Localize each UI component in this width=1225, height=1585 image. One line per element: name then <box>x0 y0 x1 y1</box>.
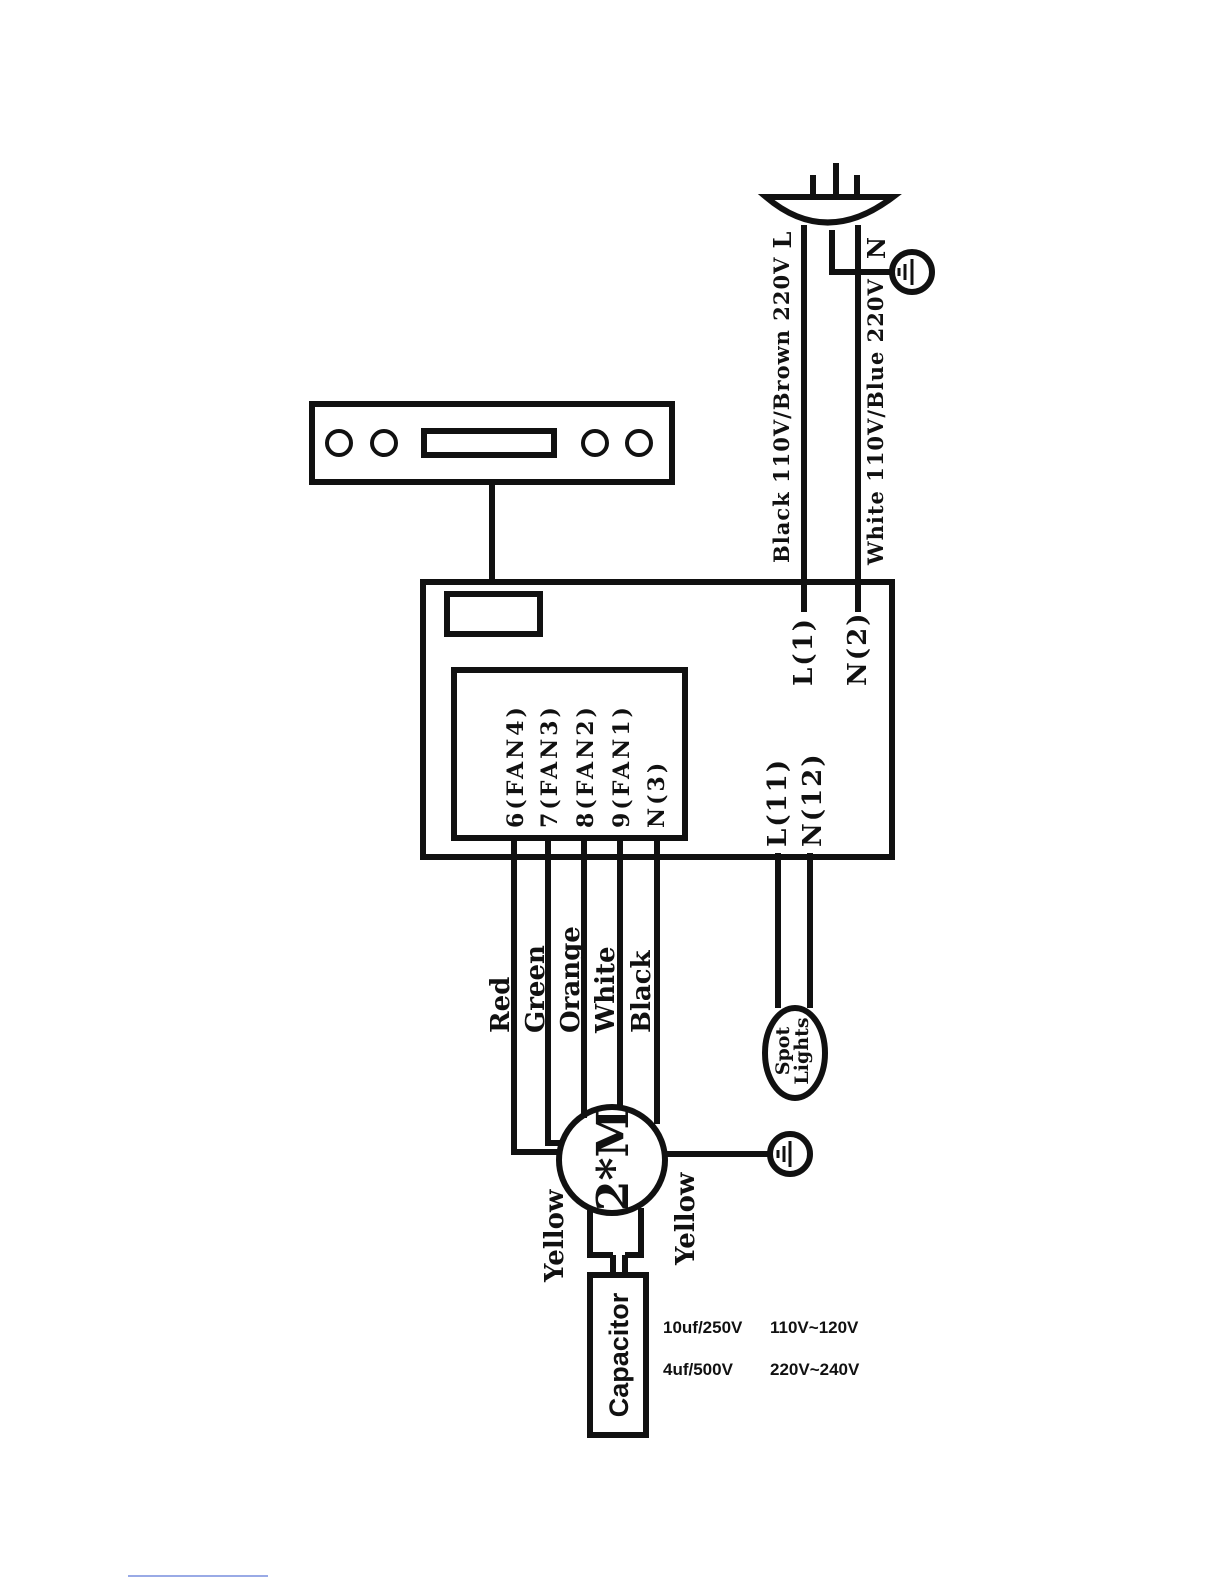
capacitor-wire-label-right: Yellow <box>671 1172 701 1266</box>
spec-row2-volt: 220V~240V <box>770 1360 860 1379</box>
plug: L N Black 110V/Brown 220V White 110V/Blu… <box>766 163 932 612</box>
plug-terminal-l: L <box>768 231 797 248</box>
motor-ground-icon <box>770 1134 810 1174</box>
capacitor-wire-label-left: Yellow <box>540 1189 570 1283</box>
plug-terminal-n: N <box>862 237 891 259</box>
wire-label-orange: Orange <box>556 926 586 1033</box>
control-panel <box>312 404 672 582</box>
panel-display <box>424 431 554 455</box>
wire-label-black: Black <box>627 949 657 1033</box>
wire-label-red: Red <box>486 977 516 1033</box>
supply-line-label: Black 110V/Brown 220V <box>769 257 794 563</box>
plug-body <box>766 197 893 223</box>
wire-label-green: Green <box>521 945 551 1033</box>
terminal-l1: L(1) <box>789 617 819 686</box>
spec-row1-volt: 110V~120V <box>770 1318 859 1337</box>
panel-button-4 <box>627 431 651 455</box>
capacitor: Capacitor <box>590 1275 646 1435</box>
terminal-l11: L(11) <box>763 758 793 847</box>
capacitor-wires <box>590 1208 641 1275</box>
panel-connector <box>447 594 540 634</box>
capacitor-specs: 10uf/250V 110V~120V 4uf/500V 220V~240V <box>663 1318 860 1379</box>
terminal-n2: N(2) <box>843 612 873 686</box>
panel-button-3 <box>583 431 607 455</box>
supply-neutral-label: White 110V/Blue 220V <box>863 278 888 566</box>
spec-row2-cap: 4uf/500V <box>663 1360 734 1379</box>
plug-ground-icon <box>892 252 932 292</box>
fan-terminal-6: 6(FAN4) <box>503 704 529 828</box>
panel-button-1 <box>327 431 351 455</box>
fan-terminal-n3: N(3) <box>644 760 670 828</box>
spot-label-line2: Lights <box>791 1017 813 1084</box>
wire-label-white: White <box>591 946 621 1034</box>
spec-row1-cap: 10uf/250V <box>663 1318 743 1337</box>
terminal-n12: N(12) <box>798 752 828 847</box>
fan-terminal-8: 8(FAN2) <box>573 704 599 828</box>
fan-terminal-7: 7(FAN3) <box>537 704 563 828</box>
panel-button-2 <box>372 431 396 455</box>
fan-terminal-9: 9(FAN1) <box>609 704 635 828</box>
motor-label: 2*M <box>588 1109 639 1211</box>
spot-lights: Spot Lights <box>765 853 825 1098</box>
capacitor-label: Capacitor <box>604 1292 634 1417</box>
capacitor-wire-right <box>625 1208 641 1255</box>
